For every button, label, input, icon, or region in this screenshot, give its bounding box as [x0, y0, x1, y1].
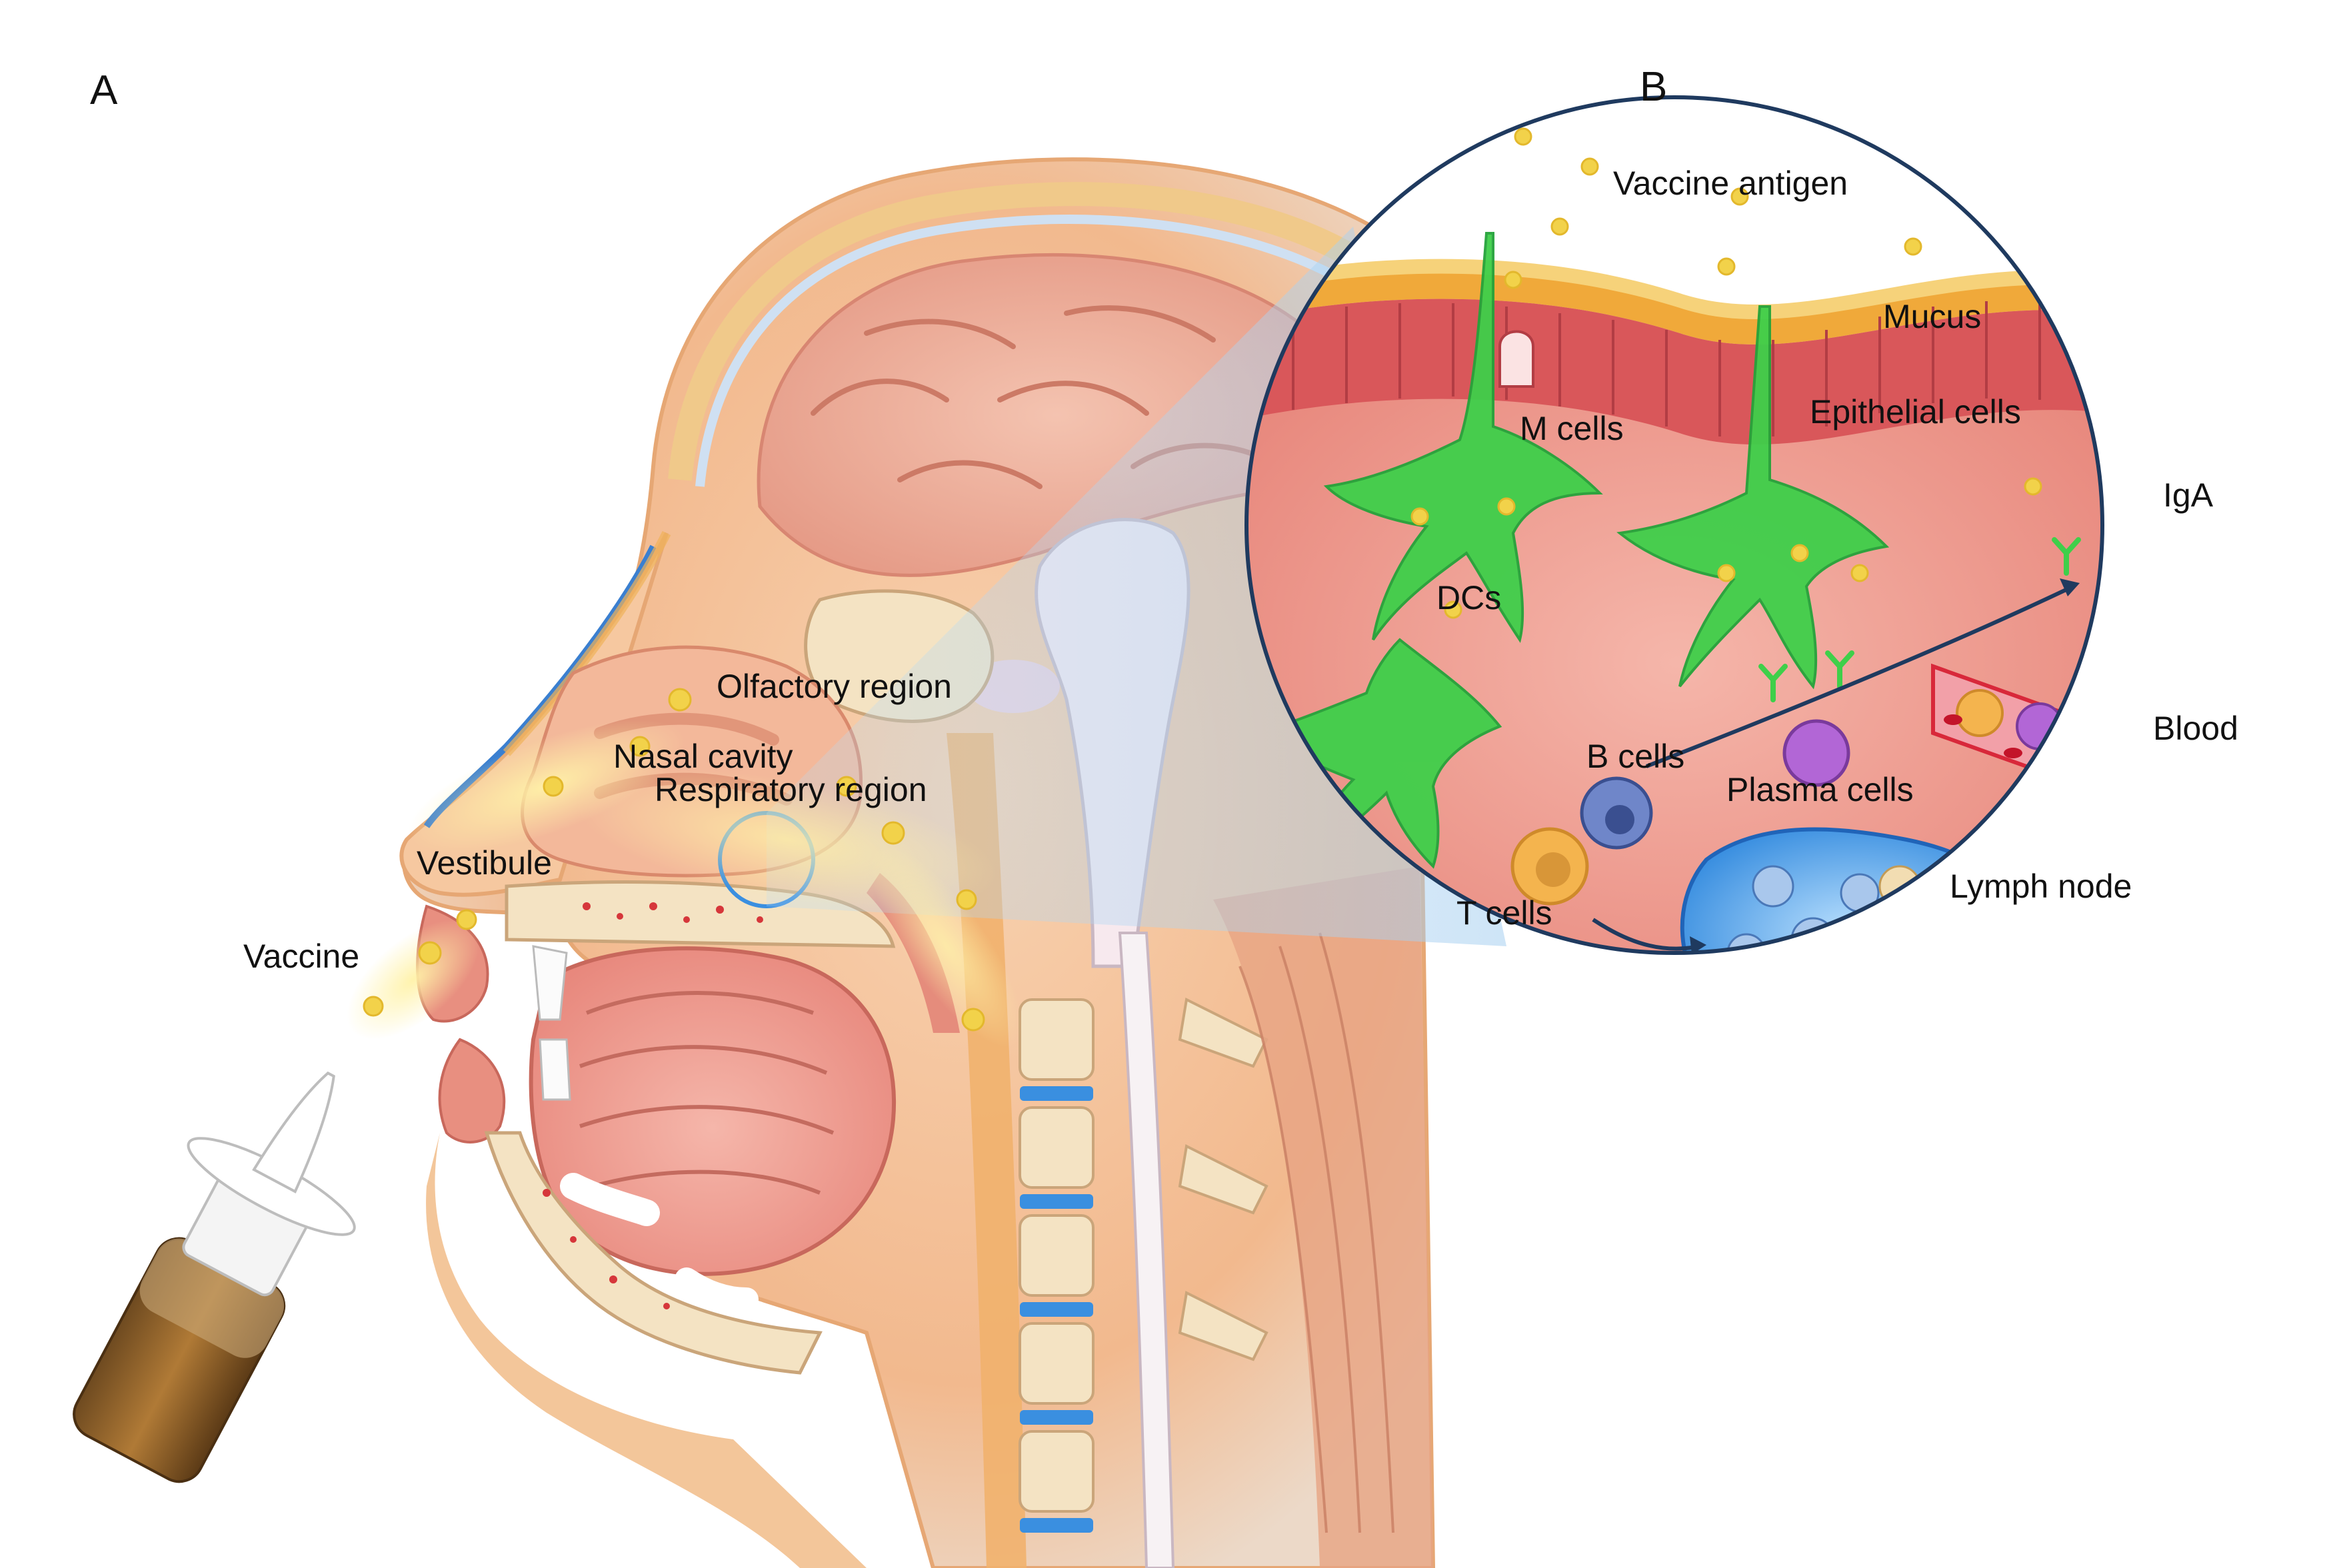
nasal-spray-bottle [73, 1071, 356, 1483]
label-vestibule: Vestibule [417, 844, 552, 882]
label-vaccine-antigen: Vaccine antigen [1613, 165, 1848, 202]
label-mucus: Mucus [1883, 298, 1982, 335]
cervical-spine [1019, 932, 1268, 1568]
lymph-node [1680, 827, 2030, 953]
label-nasal-cavity: Nasal cavity [613, 738, 793, 775]
label-dcs: DCs [1436, 579, 1502, 616]
plasma-cell-secreting [2119, 536, 2194, 610]
vaccine-spray [347, 720, 1023, 1048]
label-respiratory-region: Respiratory region [655, 771, 927, 808]
plasma-cell [1782, 719, 1850, 787]
label-lymph-node: Lymph node [1950, 868, 2132, 905]
label-olfactory-region: Olfactory region [717, 668, 952, 705]
label-epithelial-cells: Epithelial cells [1810, 393, 2021, 430]
panel-label-a: A [90, 67, 118, 113]
label-plasma-cells: Plasma cells [1726, 771, 1914, 808]
label-iga: IgA [2163, 476, 2214, 514]
label-vaccine: Vaccine [243, 938, 360, 975]
panel-label-b: B [1640, 64, 1668, 110]
label-blood: Blood [2153, 710, 2238, 747]
label-b-cells: B cells [1586, 738, 1685, 775]
label-m-cells: M cells [1520, 410, 1624, 447]
label-t-cells: T cells [1456, 894, 1552, 932]
antigen-particles-a [363, 688, 985, 1032]
iga-antibodies [1758, 537, 2081, 702]
zoom-circle-border [1244, 95, 2104, 955]
